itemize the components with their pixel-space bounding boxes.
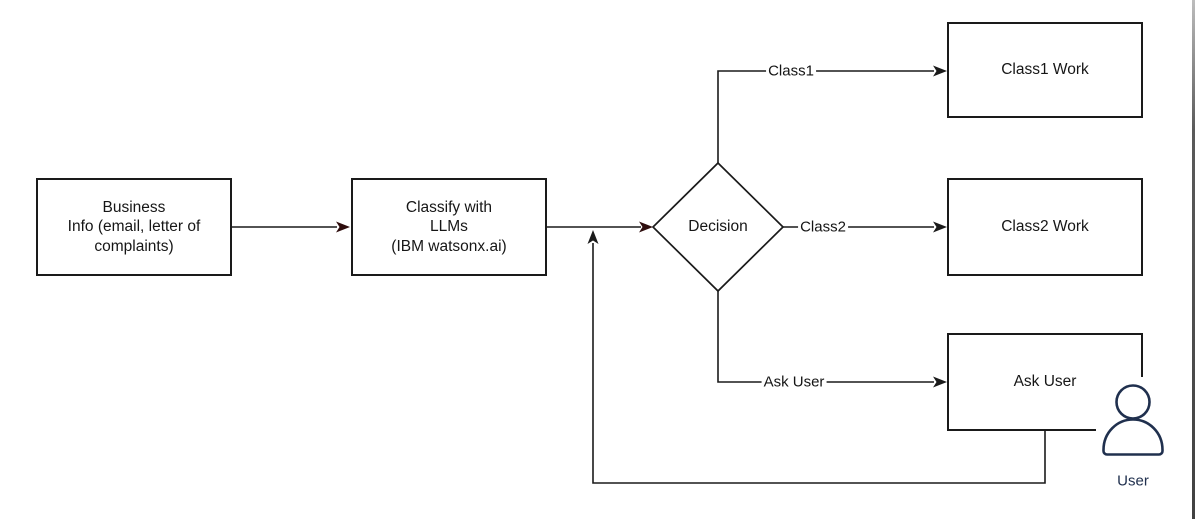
arrowhead-business-to-classify <box>336 221 350 233</box>
node-ask-user: Ask User <box>947 333 1143 431</box>
arrowhead-classify-to-decision <box>639 221 653 233</box>
arrowhead-decision-to-class2-work <box>933 221 947 233</box>
arrowhead-feedback-loop <box>587 230 599 244</box>
node-class2-work: Class2 Work <box>947 178 1143 276</box>
node-classify-llm: Classify with LLMs (IBM watsonx.ai) <box>351 178 547 276</box>
window-edge <box>1192 0 1195 519</box>
node-label-line: Business <box>102 198 166 216</box>
node-label-line: LLMs <box>430 218 468 236</box>
user-actor-label: User <box>1117 472 1149 490</box>
node-ask-user-label: Ask User <box>1013 373 1077 391</box>
node-label-line: (IBM watsonx.ai) <box>391 237 507 255</box>
node-class2-work-label: Class2 Work <box>1001 218 1089 236</box>
node-label-line: Info (email, letter of <box>67 218 201 236</box>
connector-decision-to-ask-user <box>717 291 934 383</box>
connector-decision-to-class1-work <box>717 70 934 163</box>
node-decision-label: Decision <box>688 218 748 235</box>
node-business-info: Business Info (email, letter of complain… <box>36 178 232 276</box>
arrowhead-decision-to-ask-user <box>933 376 947 388</box>
node-class1-work-label: Class1 Work <box>1001 61 1089 79</box>
edge-label-ask-user: Ask User <box>761 373 827 391</box>
node-classify-llm-label: Classify with LLMs (IBM watsonx.ai) <box>391 198 506 257</box>
node-label-line: Classify with <box>405 198 493 216</box>
edge-label-class1: Class1 <box>766 62 816 80</box>
node-class1-work: Class1 Work <box>947 22 1143 118</box>
node-business-info-label: Business Info (email, letter of complain… <box>68 198 201 257</box>
arrowhead-decision-to-class1-work <box>933 65 947 77</box>
edge-label-class2: Class2 <box>798 218 848 236</box>
node-label-line: complaints) <box>94 237 174 255</box>
